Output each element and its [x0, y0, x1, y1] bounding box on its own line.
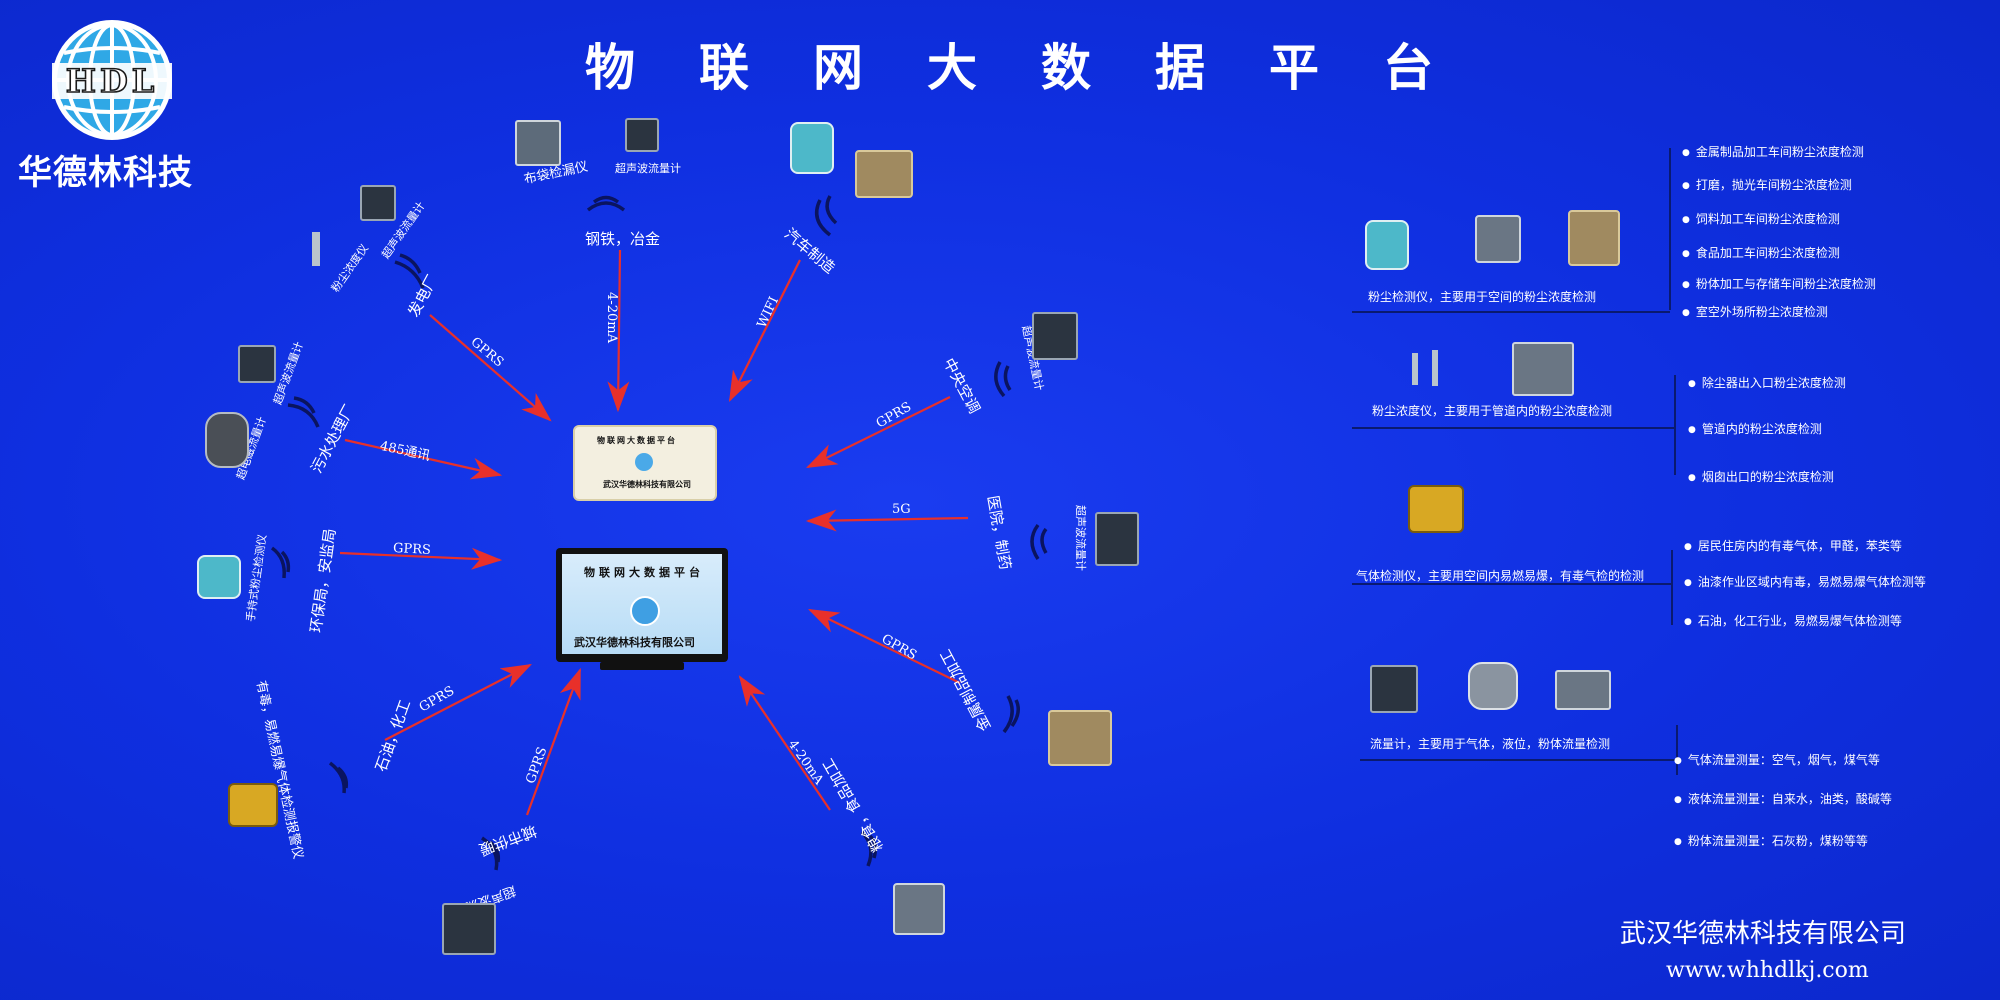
arrow-auto — [729, 259, 801, 402]
ultrasonic-flowmeter-icon — [1095, 512, 1139, 566]
ultrasonic-flowmeter-icon — [360, 185, 396, 221]
panel-1-item: 粉体加工与存储车间粉尘浓度检测 — [1682, 275, 1876, 292]
device-hospital-1: 超声波流量计 — [1074, 505, 1087, 571]
flowmeter-pipe-icon — [1468, 662, 1518, 710]
arrow-hvac — [806, 396, 951, 468]
right-panel-lines — [1352, 148, 1678, 775]
ultrasonic-flowmeter-icon — [238, 345, 276, 383]
logo-text: HDL — [66, 62, 158, 100]
ultrasonic-flowmeter-icon — [1370, 665, 1418, 713]
panel-4-caption: 流量计，主要用于气体，液位，粉体流量检测 — [1370, 737, 1611, 751]
arrow-power — [429, 314, 552, 422]
panel-2-item: 烟囱出口的粉尘浓度检测 — [1688, 468, 1834, 485]
dust-probe-icon — [1432, 350, 1438, 386]
panel-1-item: 打磨，抛光车间粉尘浓度检测 — [1682, 176, 1852, 193]
tablet-device: 物联网大数据平台 武汉华德林科技有限公司 — [573, 425, 717, 501]
panel-2-item: 管道内的粉尘浓度检测 — [1688, 420, 1822, 437]
panel-4-item: 液体流量测量：自来水，油类，酸碱等 — [1674, 790, 1892, 807]
arrow-metal — [808, 609, 961, 684]
panel-1-item: 金属制品加工车间粉尘浓度检测 — [1682, 143, 1864, 160]
monitor-screen: 物联网大数据平台 武汉华德林科技有限公司 — [562, 554, 722, 654]
signal-marks — [270, 195, 1048, 871]
gas-detector-box-icon — [1048, 710, 1112, 766]
arrow-city — [525, 667, 582, 816]
ultrasonic-flowmeter-icon — [442, 903, 496, 955]
panel-3-item: 石油，化工行业，易燃易爆气体检测等 — [1684, 612, 1902, 629]
monitor-company: 武汉华德林科技有限公司 — [574, 636, 695, 649]
ultrasonic-flowmeter-icon — [625, 118, 659, 152]
link-hospital: 5G — [892, 502, 911, 517]
handheld-dust-detector-icon — [1365, 220, 1409, 270]
globe-logo-icon: HDL — [52, 20, 172, 140]
tablet-logo-icon — [635, 453, 653, 471]
flowmeter-transmitter-icon — [1555, 670, 1611, 710]
gas-detector-box-icon — [855, 150, 913, 198]
monitor-stand — [600, 662, 684, 670]
gas-detector-icon — [1408, 485, 1464, 533]
panel-1-item: 食品加工车间粉尘浓度检测 — [1682, 244, 1840, 261]
electromagnetic-flowmeter-icon — [205, 412, 249, 468]
panel-1-item: 室空外场所粉尘浓度检测 — [1682, 303, 1828, 320]
panel-2-caption: 粉尘浓度仪，主要用于管道内的粉尘浓度检测 — [1372, 404, 1613, 418]
arrow-env — [339, 547, 503, 570]
monitor-title: 物联网大数据平台 — [584, 566, 704, 579]
arrow-sewage — [344, 438, 503, 480]
arrow-steel — [607, 249, 630, 413]
panel-1-caption: 粉尘检测仪，主要用于空间的粉尘浓度检测 — [1368, 290, 1597, 304]
device-steel-2: 超声波流量计 — [615, 162, 681, 175]
arrow-chem — [384, 663, 532, 741]
link-env: GPRS — [392, 541, 432, 558]
footer-company: 武汉华德林科技有限公司 — [1620, 919, 1907, 949]
dust-monitor-box-icon — [893, 883, 945, 935]
industry-steel: 钢铁，冶金 — [585, 230, 661, 248]
bag-leak-detector-icon — [515, 120, 561, 166]
handheld-dust-detector-icon — [790, 122, 834, 174]
ultrasonic-flowmeter-icon — [1032, 312, 1078, 360]
dust-probe-icon — [312, 232, 320, 266]
page-title: 物联网大数据平台 — [585, 38, 1497, 97]
panel-3-item: 居民住房内的有毒气体，甲醛，苯类等 — [1684, 537, 1902, 554]
link-steel: 4-20mA — [603, 292, 619, 343]
panel-3-item: 油漆作业区域内有毒，易燃易爆气体检测等 — [1684, 573, 1926, 590]
brand-name: 华德林科技 — [18, 153, 193, 193]
arrow-hospital — [805, 509, 969, 532]
tablet-title: 物联网大数据平台 — [597, 436, 677, 445]
handheld-dust-detector-icon — [197, 555, 241, 599]
monitor-logo-icon — [630, 596, 660, 626]
footer-url[interactable]: www.whhdlkj.com — [1666, 958, 1869, 983]
dust-probe-icon — [1412, 353, 1418, 385]
panel-3-caption: 气体检测仪，主要用空间内易燃易爆，有毒气检的检测 — [1356, 569, 1645, 583]
monitor-device: 物联网大数据平台 武汉华德林科技有限公司 — [556, 548, 728, 662]
dust-concentration-meter-icon — [1512, 342, 1574, 396]
arrow-food — [738, 675, 831, 811]
tablet-company: 武汉华德林科技有限公司 — [603, 480, 691, 489]
panel-1-item: 饲料加工车间粉尘浓度检测 — [1682, 210, 1840, 227]
dust-monitor-box-icon — [1475, 215, 1521, 263]
panel-2-item: 除尘器出入口粉尘浓度检测 — [1688, 374, 1846, 391]
gas-detector-box-icon — [1568, 210, 1620, 266]
toxic-gas-alarm-icon — [228, 783, 278, 827]
panel-4-item: 粉体流量测量：石灰粉，煤粉等等 — [1674, 832, 1868, 849]
panel-4-item: 气体流量测量：空气，烟气，煤气等 — [1674, 751, 1880, 768]
